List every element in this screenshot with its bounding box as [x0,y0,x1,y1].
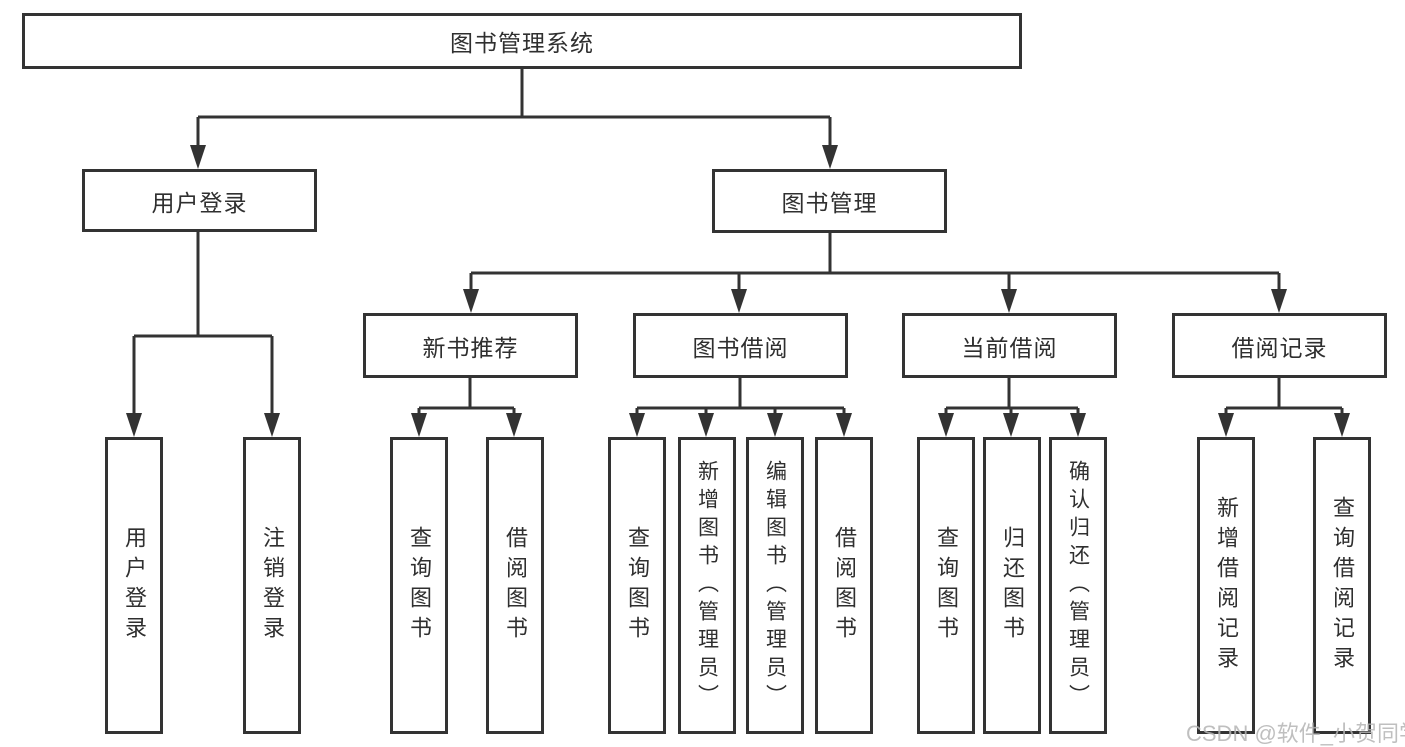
node-user-login: 用户登录 [82,169,317,232]
node-current-borrow-label: 当前借阅 [961,334,1058,361]
leaf-recommend-borrow-books: 借阅图书 [486,437,544,734]
node-new-book-recommend: 新书推荐 [363,313,578,378]
leaf-recommend-query-books: 查询图书 [390,437,448,734]
node-book-borrow-label: 图书借阅 [692,334,789,361]
leaf-user-login-label: 用户登录 [122,525,147,646]
leaf-current-confirm-return-admin: 确认归还（管理员） [1049,437,1107,734]
leaf-borrow-edit-books-admin-label: 编辑图书（管理员） [763,459,787,712]
node-book-borrow: 图书借阅 [633,313,848,378]
csdn-watermark: CSDN @软件_小贺同学 [1186,721,1405,746]
leaf-records-query-record-label: 查询借阅记录 [1330,495,1355,676]
leaf-logout: 注销登录 [243,437,301,734]
leaf-current-confirm-return-admin-label: 确认归还（管理员） [1066,459,1090,712]
leaf-recommend-query-books-label: 查询图书 [407,525,432,646]
leaf-borrow-edit-books-admin: 编辑图书（管理员） [746,437,804,734]
node-user-login-label: 用户登录 [151,189,248,216]
node-borrow-records-label: 借阅记录 [1231,334,1328,361]
leaf-borrow-add-books-admin-label: 新增图书（管理员） [695,459,719,712]
leaf-borrow-borrow-books-label: 借阅图书 [832,525,857,646]
leaf-borrow-add-books-admin: 新增图书（管理员） [678,437,736,734]
leaf-records-add-record: 新增借阅记录 [1197,437,1255,734]
node-new-book-recommend-label: 新书推荐 [422,334,519,361]
leaf-recommend-borrow-books-label: 借阅图书 [503,525,528,646]
leaf-borrow-query-books: 查询图书 [608,437,666,734]
leaf-borrow-query-books-label: 查询图书 [625,525,650,646]
leaf-current-query-books-label: 查询图书 [934,525,959,646]
node-book-management: 图书管理 [712,169,947,233]
node-root-label: 图书管理系统 [450,30,594,56]
leaf-current-query-books: 查询图书 [917,437,975,734]
node-borrow-records: 借阅记录 [1172,313,1387,378]
node-book-management-label: 图书管理 [781,190,878,216]
leaf-user-login: 用户登录 [105,437,163,734]
leaf-borrow-borrow-books: 借阅图书 [815,437,873,734]
node-current-borrow: 当前借阅 [902,313,1117,378]
node-root: 图书管理系统 [22,13,1022,69]
leaf-records-add-record-label: 新增借阅记录 [1214,495,1239,676]
leaf-current-return-books: 归还图书 [983,437,1041,734]
leaf-logout-label: 注销登录 [260,525,285,646]
leaf-current-return-books-label: 归还图书 [1000,525,1025,646]
leaf-records-query-record: 查询借阅记录 [1313,437,1371,734]
